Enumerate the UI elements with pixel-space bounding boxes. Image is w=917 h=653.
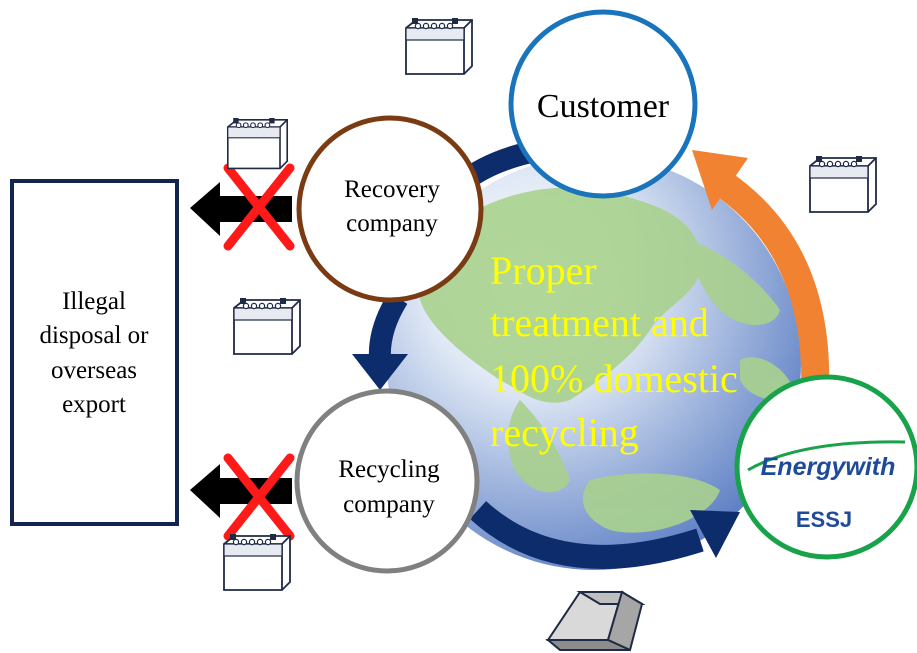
illegal-line2: disposal or (39, 322, 149, 349)
battery-icon (226, 117, 289, 170)
battery-icon (233, 297, 301, 355)
blocked-arrow-recycling (190, 453, 295, 541)
illegal-disposal-box: Illegal disposal or overseas export (10, 179, 179, 526)
recovery-label-line1: Recovery (344, 176, 440, 203)
ingot-icon (545, 590, 646, 652)
recovery-label-line2: company (346, 210, 438, 237)
center-message: Proper treatment and 100% domestic recyc… (490, 248, 738, 455)
center-text-line4: recycling (490, 410, 639, 455)
center-text-line2: treatment and (490, 300, 709, 345)
blocked-arrow-recovery (190, 163, 295, 251)
center-text-line3: 100% domestic (490, 356, 738, 401)
energywith-logo-text: Energywith (761, 453, 896, 481)
energywith-swoosh (747, 440, 906, 472)
recycling-company-node: Recycling company (294, 388, 480, 574)
battery-icon (809, 155, 877, 213)
globe (387, 156, 801, 570)
battery-icon (223, 533, 291, 591)
illegal-line4: export (62, 391, 126, 418)
recycling-label-line1: Recycling (338, 456, 440, 483)
illegal-line3: overseas (51, 357, 137, 384)
cycle-arrow-recycling-to-energywith (469, 501, 740, 569)
customer-node: Customer (508, 9, 698, 199)
battery-icon (405, 17, 473, 75)
recovery-company-node: Recovery company (296, 115, 484, 303)
energywith-node: Energywith ESSJ (734, 374, 917, 560)
cycle-arrow-recovery-to-recycling (352, 292, 408, 390)
center-text-line1: Proper (490, 248, 597, 293)
recycling-label-line2: company (343, 491, 435, 518)
illegal-line1: Illegal (62, 288, 126, 315)
essj-logo-text: ESSJ (796, 507, 852, 532)
customer-label: Customer (537, 88, 670, 125)
return-arrow-energywith-to-customer (692, 150, 830, 393)
